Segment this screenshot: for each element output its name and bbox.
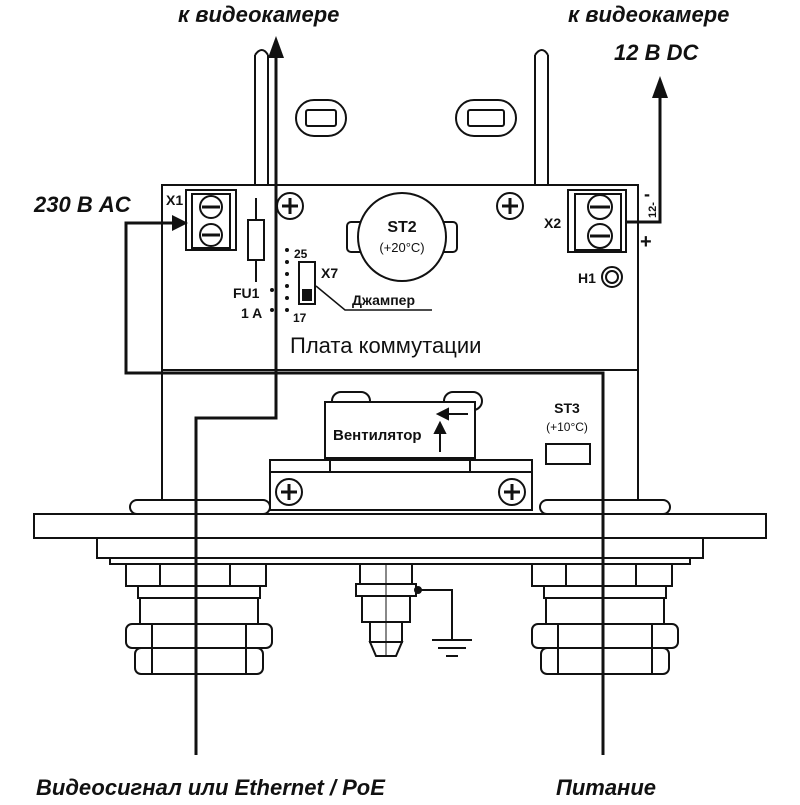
plus-label: + <box>640 231 652 253</box>
led-icon <box>601 266 623 288</box>
fuse-icon <box>247 198 265 282</box>
video-cable <box>194 55 278 755</box>
arrow-right-icon <box>172 215 188 231</box>
pin-17-label: 17 <box>293 311 307 325</box>
st3-label: ST3 <box>554 400 580 416</box>
st2-temp: (+20°C) <box>379 240 424 255</box>
arrow-up-icon <box>652 76 668 98</box>
fan <box>269 391 533 511</box>
thermostat-st3 <box>545 443 591 465</box>
dc-voltage-label: 12 В DC <box>614 40 699 65</box>
ground-icon <box>418 589 472 657</box>
jumper-x7 <box>298 261 316 305</box>
power-output-cable <box>626 95 662 224</box>
minus-label: - <box>644 184 650 204</box>
video-signal-label: Видеосигнал или Ethernet / PoE <box>36 775 386 800</box>
st2-label: ST2 <box>387 219 416 236</box>
voltage-12-label: 12- <box>647 202 659 218</box>
h1-label: H1 <box>578 270 596 286</box>
fuse-label: FU1 <box>233 285 260 301</box>
cable-gland-right <box>531 563 679 675</box>
pin-header <box>270 248 289 312</box>
board-label: Плата коммутации <box>290 333 481 358</box>
switching-board <box>161 184 639 505</box>
x2-label: X2 <box>544 215 561 231</box>
power-label: Питание <box>556 775 656 800</box>
fan-arrow-icon <box>433 407 468 452</box>
st3-temp: (+10°C) <box>546 420 588 434</box>
fuse-rating: 1 A <box>241 305 262 321</box>
fan-label: Вентилятор <box>333 427 422 444</box>
x7-label: X7 <box>321 265 338 281</box>
screw-icon <box>276 192 304 220</box>
x1-label: X1 <box>166 192 183 208</box>
screw-icon <box>498 478 526 506</box>
ground-bolt <box>355 563 422 657</box>
mounting-bracket <box>254 49 549 185</box>
base-plate <box>33 499 767 565</box>
to-camera-right-label: к видеокамере <box>568 2 729 27</box>
terminal-block-x1 <box>185 189 237 251</box>
ac-input-label: 230 В AC <box>33 192 132 217</box>
to-camera-left-label: к видеокамере <box>178 2 339 27</box>
power-input-cable <box>124 221 605 755</box>
terminal-block-x2 <box>567 189 627 253</box>
thermostat-st2 <box>346 192 458 282</box>
pin-25-label: 25 <box>294 247 308 261</box>
jumper-label: Джампер <box>352 292 415 308</box>
screw-icon <box>496 192 524 220</box>
screw-icon <box>275 478 303 506</box>
arrow-up-icon <box>268 36 284 58</box>
cable-gland-left <box>125 563 273 675</box>
jumper-leader-line <box>315 285 432 311</box>
